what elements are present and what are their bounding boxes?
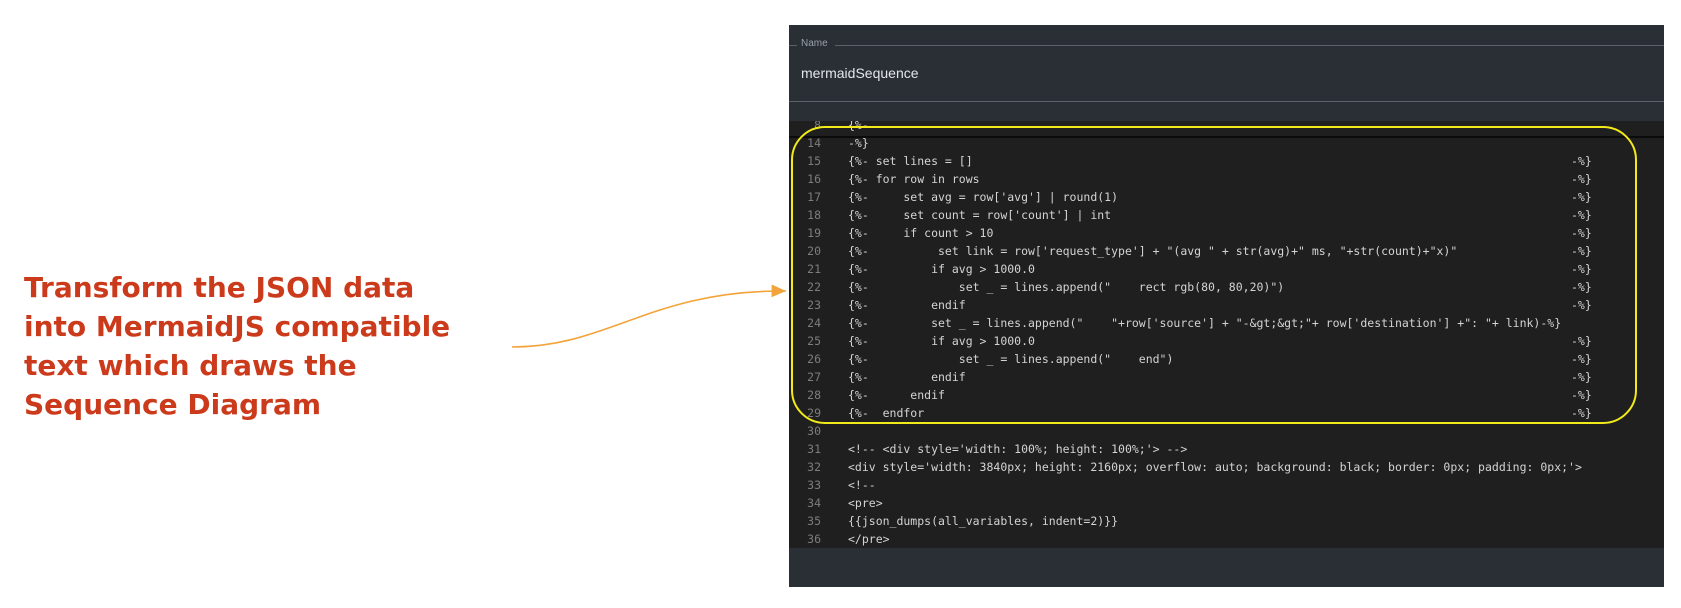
code-line[interactable]: 24 {%- set _ = lines.append(" "+row['sour… <box>789 314 1664 332</box>
line-code: </pre> <box>848 532 890 546</box>
line-tail: -%} <box>1571 280 1592 294</box>
line-code: {%- endfor <box>848 406 925 420</box>
line-number: 32 <box>807 460 821 474</box>
line-code: {%- set avg = row['avg'] | round(1) <box>848 190 1119 204</box>
line-code: <!-- <box>848 478 876 492</box>
line-number: 24 <box>807 316 821 330</box>
line-code: {%- endif <box>848 388 945 402</box>
code-line[interactable]: 15{%- set lines = []-%} <box>789 152 1664 170</box>
line-number: 19 <box>807 226 821 240</box>
code-line[interactable]: 29{%- endfor-%} <box>789 404 1664 422</box>
line-code: {%- set _ = lines.append(" end") <box>848 352 1174 366</box>
line-code: {%- set lines = [] <box>848 154 973 168</box>
code-line[interactable]: 17 {%- set avg = row['avg'] | round(1) -%} <box>789 188 1664 206</box>
code-line[interactable]: 32 <div style='width: 3840px; height: 216… <box>789 458 1664 476</box>
name-field-value[interactable]: mermaidSequence <box>801 65 919 81</box>
line-tail: -%} <box>1571 406 1592 420</box>
line-code: <!-- <div style='width: 100%; height: 10… <box>848 442 1188 456</box>
code-line[interactable]: 35 {{json_dumps(all_variables, indent=2)}… <box>789 512 1664 530</box>
line-tail: -%} <box>1571 352 1592 366</box>
code-line[interactable]: 16 {%- for row in rows -%} <box>789 170 1664 188</box>
line-tail: -%} <box>1571 388 1592 402</box>
line-number: 22 <box>807 280 821 294</box>
line-tail: -%} <box>1571 208 1592 222</box>
code-line[interactable]: 30 <box>789 422 1664 440</box>
code-line[interactable]: 31 <!-- <div style='width: 100%; height: … <box>789 440 1664 458</box>
code-line[interactable]: 36 </pre> <box>789 530 1664 548</box>
line-tail: -%} <box>1571 244 1592 258</box>
code-line[interactable]: 20 {%- set link = row['request_type'] + "… <box>789 242 1664 260</box>
name-field-label: Name <box>801 38 828 49</box>
code-editor[interactable]: 8{%-14-%}15{%- set lines = []-%}16{%- fo… <box>789 121 1664 548</box>
line-code: <div style='width: 3840px; height: 2160p… <box>848 460 1582 474</box>
line-number: 25 <box>807 334 821 348</box>
line-code: {%- set link = row['request_type'] + "(a… <box>848 244 1458 258</box>
line-code: {%- set _ = lines.append(" rect rgb(80, … <box>848 280 1285 294</box>
line-tail: -%} <box>1571 334 1592 348</box>
line-number: 21 <box>807 262 821 276</box>
line-code: -%} <box>848 136 869 150</box>
line-code: {%- if count > 10 <box>848 226 994 240</box>
line-code: {{json_dumps(all_variables, indent=2)}} <box>848 514 1119 528</box>
code-line[interactable]: 19 {%- if count > 10 -%} <box>789 224 1664 242</box>
line-number: 18 <box>807 208 821 222</box>
line-tail: -%} <box>1571 262 1592 276</box>
line-code: {%- endif <box>848 370 966 384</box>
line-tail: -%} <box>1571 370 1592 384</box>
code-line[interactable]: 21 {%- if avg > 1000.0 -%} <box>789 260 1664 278</box>
highlight-ellipse <box>791 126 1637 424</box>
line-code: <pre> <box>848 496 883 510</box>
line-number: 33 <box>807 478 821 492</box>
line-tail: -%} <box>1571 190 1592 204</box>
code-line[interactable]: 34 <pre> <box>789 494 1664 512</box>
code-line[interactable]: 27 {%- endif -%} <box>789 368 1664 386</box>
line-code: {%- if avg > 1000.0 <box>848 262 1035 276</box>
line-number: 27 <box>807 370 821 384</box>
line-code: {%- if avg > 1000.0 <box>848 334 1035 348</box>
code-line[interactable]: 22 {%- set _ = lines.append(" rect rgb(80… <box>789 278 1664 296</box>
line-number: 17 <box>807 190 821 204</box>
annotation-callout-text: Transform the JSON data into MermaidJS c… <box>24 271 451 421</box>
code-line[interactable]: 25 {%- if avg > 1000.0 -%} <box>789 332 1664 350</box>
template-editor-panel: Name mermaidSequence 8{%-14-%}15{%- set … <box>789 25 1664 587</box>
line-number: 26 <box>807 352 821 366</box>
line-tail: -%} <box>1571 226 1592 240</box>
code-line[interactable]: 26 {%- set _ = lines.append(" end") -%} <box>789 350 1664 368</box>
line-number: 20 <box>807 244 821 258</box>
code-line[interactable]: 18 {%- set count = row['count'] | int -%} <box>789 206 1664 224</box>
code-line[interactable]: 23 {%- endif -%} <box>789 296 1664 314</box>
line-number: 35 <box>807 514 821 528</box>
name-field[interactable]: Name mermaidSequence <box>789 25 1664 102</box>
code-line[interactable]: 33 <!-- <box>789 476 1664 494</box>
line-number: 23 <box>807 298 821 312</box>
line-tail: -%} <box>1571 154 1592 168</box>
line-code: {%- set count = row['count'] | int <box>848 208 1112 222</box>
line-number: 30 <box>807 424 821 438</box>
line-number: 34 <box>807 496 821 510</box>
line-tail: -%} <box>1571 298 1592 312</box>
line-code: {%- set _ = lines.append(" "+row['source… <box>848 316 1562 330</box>
line-code: {%- for row in rows <box>848 172 980 186</box>
line-number: 36 <box>807 532 821 546</box>
line-tail: -%} <box>1571 172 1592 186</box>
line-number: 31 <box>807 442 821 456</box>
line-number: 16 <box>807 172 821 186</box>
line-code: {%- endif <box>848 298 966 312</box>
